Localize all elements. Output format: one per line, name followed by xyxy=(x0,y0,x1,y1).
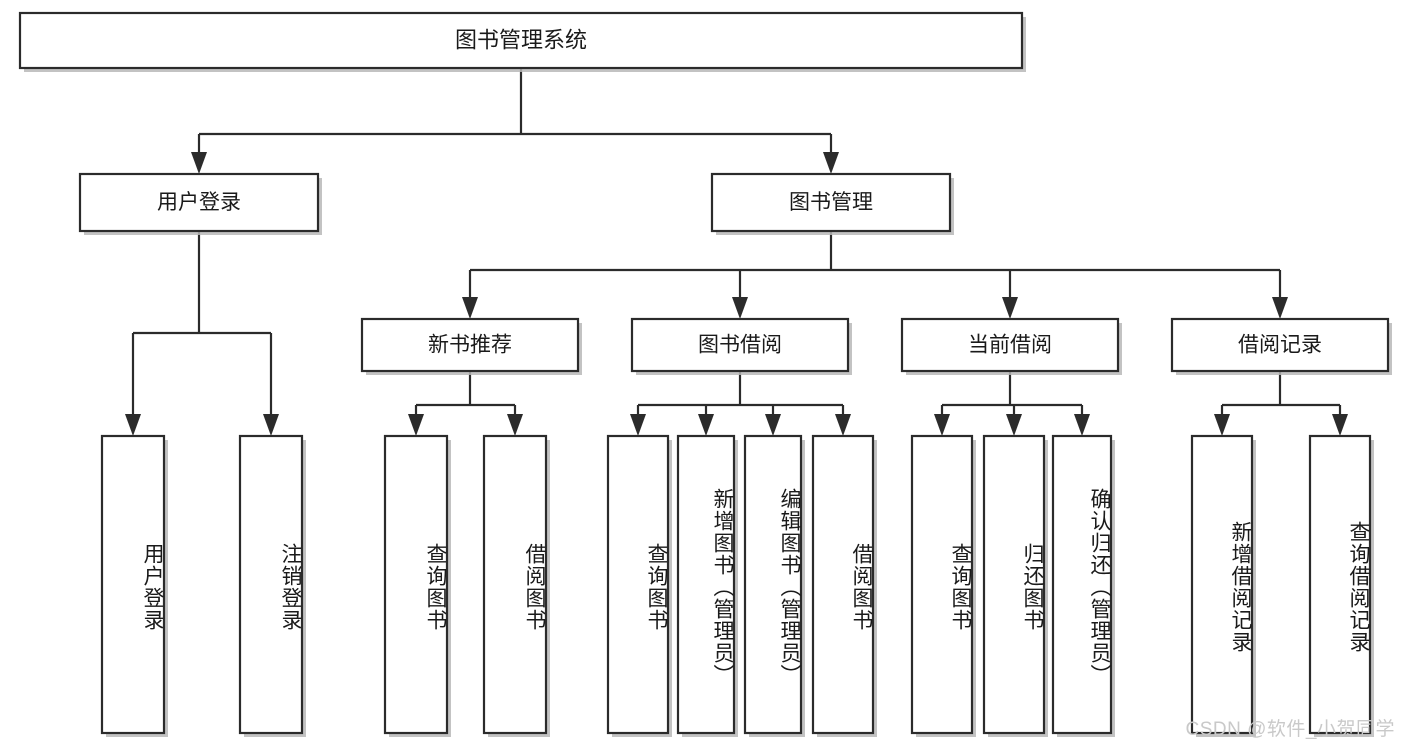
arrow-head-icon xyxy=(1074,414,1090,436)
leaf-node-leaf-edit-book-admin[interactable] xyxy=(743,434,803,735)
arrow-head-icon xyxy=(823,152,839,174)
arrow-head-icon xyxy=(1272,297,1288,319)
level3-node-current-borrow[interactable] xyxy=(900,317,1120,373)
leaf-node-leaf-query-book-borrow[interactable] xyxy=(606,434,670,735)
root-node-root[interactable] xyxy=(18,11,1024,70)
arrow-head-icon xyxy=(1214,414,1230,436)
connectors-layer xyxy=(125,68,1348,436)
leaf-node-leaf-return-book[interactable] xyxy=(982,434,1046,735)
leaf-node-leaf-borrow-book[interactable] xyxy=(811,434,875,735)
node-label: 图书管理 xyxy=(789,191,873,214)
arrow-head-icon xyxy=(263,414,279,436)
level3-node-borrow-record[interactable] xyxy=(1170,317,1390,373)
leaf-node-leaf-add-borrow-record[interactable] xyxy=(1190,434,1254,735)
leaf-node-leaf-add-book-admin[interactable] xyxy=(676,434,736,735)
boxes-layer xyxy=(18,11,1392,737)
arrow-head-icon xyxy=(1006,414,1022,436)
node-label: 当前借阅 xyxy=(968,334,1052,357)
leaf-node-leaf-query-book-current[interactable] xyxy=(910,434,974,735)
node-label: 图书管理系统 xyxy=(455,27,587,52)
arrow-head-icon xyxy=(934,414,950,436)
leaf-node-leaf-confirm-return-admin[interactable] xyxy=(1051,434,1113,735)
arrow-head-icon xyxy=(835,414,851,436)
arrow-head-icon xyxy=(1002,297,1018,319)
arrow-head-icon xyxy=(765,414,781,436)
csdn-watermark: CSDN @软件_小贺同学 xyxy=(1185,719,1395,740)
level3-node-book-borrow[interactable] xyxy=(630,317,850,373)
node-label: 新书推荐 xyxy=(428,334,512,357)
node-label: 用户登录 xyxy=(157,191,241,214)
arrow-head-icon xyxy=(408,414,424,436)
level2-node-book-manage[interactable] xyxy=(710,172,952,233)
arrow-head-icon xyxy=(507,414,523,436)
leaf-node-leaf-user-login[interactable] xyxy=(100,434,166,735)
arrow-head-icon xyxy=(125,414,141,436)
leaf-node-leaf-query-book-recommend[interactable] xyxy=(383,434,449,735)
arrow-head-icon xyxy=(191,152,207,174)
node-label: 图书借阅 xyxy=(698,334,782,357)
leaf-node-leaf-user-logout[interactable] xyxy=(238,434,304,735)
arrow-head-icon xyxy=(462,297,478,319)
arrow-head-icon xyxy=(1332,414,1348,436)
leaf-node-leaf-borrow-book-recommend[interactable] xyxy=(482,434,548,735)
node-label: 借阅记录 xyxy=(1238,334,1322,357)
leaf-node-leaf-query-borrow-record[interactable] xyxy=(1308,434,1372,735)
level2-node-user-login[interactable] xyxy=(78,172,320,233)
arrow-head-icon xyxy=(630,414,646,436)
level3-node-new-book-recommend[interactable] xyxy=(360,317,580,373)
arrow-head-icon xyxy=(698,414,714,436)
arrow-head-icon xyxy=(732,297,748,319)
